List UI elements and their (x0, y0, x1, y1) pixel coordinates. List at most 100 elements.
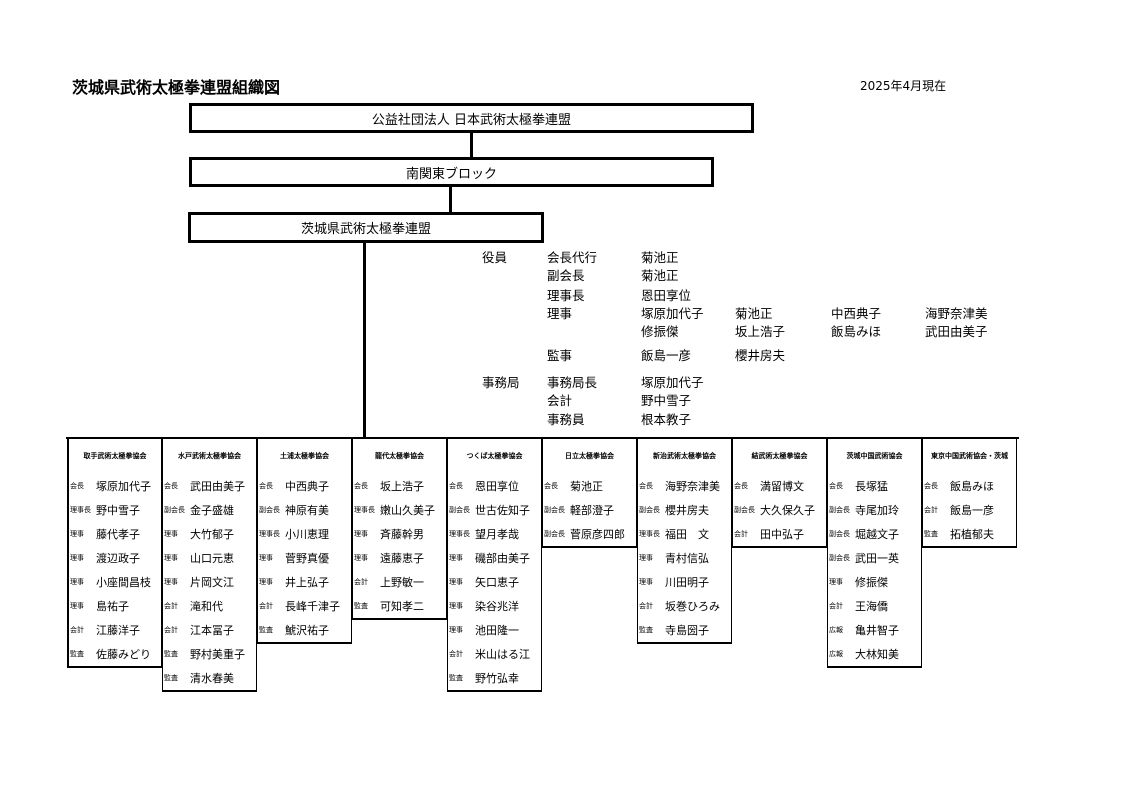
member-role: 監査 (259, 626, 273, 634)
member-row: 副会長武田一英 (828, 546, 921, 570)
member-role: 理事長 (259, 530, 280, 538)
member-row: 会長 坂上浩子 (353, 474, 446, 498)
member-name: 菅野真優 (285, 552, 329, 565)
member-row: 会計田中弘子 (733, 522, 826, 546)
connector-line (449, 187, 452, 212)
member-row: 監査拓植郁夫 (923, 522, 1016, 546)
member-name: 櫻井房夫 (665, 504, 709, 517)
prefecture-federation-box: 茨城県武術太極拳連盟 (188, 212, 544, 243)
office-name: 野中雪子 (641, 393, 692, 408)
member-row: 監査清水春美 (163, 666, 256, 690)
officer-name: 飯島一彦 (641, 348, 692, 363)
office-label: 事務局 (482, 375, 520, 390)
member-name: 可知孝二 (380, 600, 424, 613)
member-name: 島祐子 (96, 600, 129, 613)
member-name: 井上弘子 (285, 576, 329, 589)
member-role: 理事 (70, 554, 84, 562)
officer-name: 櫻井房夫 (735, 348, 786, 363)
member-role: 理事 (639, 554, 653, 562)
member-role: 監査 (639, 626, 653, 634)
member-name: 中西典子 (285, 480, 329, 493)
member-row: 会計王海僑 (828, 594, 921, 618)
member-row: 理事染谷兆洋 (448, 594, 541, 618)
member-name: 渡辺政子 (96, 552, 140, 565)
member-row: 理事斉藤幹男 (353, 522, 446, 546)
office-name: 根本教子 (641, 412, 692, 427)
member-role: 理事 (639, 578, 653, 586)
member-row: 会長海野奈津美 (638, 474, 731, 498)
member-role: 副会長 (164, 506, 185, 514)
member-role: 広報 (829, 650, 843, 658)
officer-name: 菊池正 (641, 268, 679, 283)
officer-role: 理事 (547, 306, 573, 321)
member-role: 監査 (449, 674, 463, 682)
member-row: 理事長小川恵理 (258, 522, 351, 546)
member-role: 会長 (259, 482, 273, 490)
member-role: 監査 (924, 530, 938, 538)
member-row: 副会長大久保久子 (733, 498, 826, 522)
member-name: 大竹郁子 (190, 528, 234, 541)
member-name: 江本冨子 (190, 624, 234, 637)
member-row: 会計滝和代 (163, 594, 256, 618)
member-name: 亀井智子 (855, 624, 899, 637)
member-name: 王海僑 (855, 600, 888, 613)
page-title: 茨城県武術太極拳連盟組織図 (72, 78, 281, 97)
member-role: 理事長 (70, 506, 91, 514)
office-name: 塚原加代子 (641, 375, 704, 390)
member-row: 会長恩田享位 (448, 474, 541, 498)
member-name: 江藤洋子 (96, 624, 140, 637)
member-name: 野中雪子 (96, 504, 140, 517)
member-name: 堀越文子 (855, 528, 899, 541)
officer-role: 監事 (547, 348, 573, 363)
member-role: 理事 (70, 578, 84, 586)
member-name: 坂上浩子 (380, 480, 424, 493)
officer-name: 菊池正 (735, 306, 773, 321)
member-role: 理事 (259, 554, 273, 562)
member-role: 会長 (354, 482, 368, 490)
member-row: 理事小座間昌枝 (69, 570, 161, 594)
association-name: 土浦太極拳協会 (280, 452, 329, 460)
member-name: 滝和代 (190, 600, 223, 613)
member-role: 副会長 (734, 506, 755, 514)
member-name: 長峰千津子 (285, 600, 340, 613)
association-name: 東京中国武術協会・茨城 (931, 452, 1008, 460)
member-name: 軽部澄子 (570, 504, 614, 517)
member-name: 飯島一彦 (950, 504, 994, 517)
member-name: 飯島みほ (950, 480, 994, 493)
member-row: 広報亀井智子 (828, 618, 921, 642)
association-column: 茨城中国武術協会会長長塚猛副会長寺尾加玲副会長堀越文子副会長武田一英理事修振傑会… (827, 438, 922, 668)
member-role: 会長 (449, 482, 463, 490)
member-row: 会長満留博文 (733, 474, 826, 498)
member-name: 川田明子 (665, 576, 709, 589)
member-row: 会長武田由美子 (163, 474, 256, 498)
member-row: 理事 青村信弘 (638, 546, 731, 570)
member-row: 理事 島祐子 (69, 594, 161, 618)
prefecture-federation-label: 茨城県武術太極拳連盟 (300, 222, 431, 237)
association-column: 日立太極拳協会会長菊池正副会長軽部澄子副会長菅原彦四郎 (542, 438, 637, 548)
association-column: 結武術太極拳協会会長満留博文副会長大久保久子会計田中弘子 (732, 438, 827, 548)
member-role: 会長 (734, 482, 748, 490)
member-row: 副会長世古佐知子 (448, 498, 541, 522)
member-role: 会計 (924, 506, 938, 514)
connector-line (470, 133, 473, 157)
association-column: 龍代太極拳協会会長坂上浩子理事長嫩山久美子理事斉藤幹男理事遠藤恵子会計上野敏一監… (352, 438, 447, 620)
officer-role: 副会長 (547, 268, 585, 283)
member-name: 上野敏一 (380, 576, 424, 589)
member-name: 池田隆一 (475, 624, 519, 637)
national-federation-label: 公益社団法人 日本武術太極拳連盟 (371, 112, 572, 128)
officer-name: 坂上浩子 (735, 324, 786, 339)
member-role: 理事 (354, 530, 368, 538)
member-row: 会長 中西典子 (258, 474, 351, 498)
member-row: 副会長金子盛雄 (163, 498, 256, 522)
member-role: 理事 (70, 602, 84, 610)
member-role: 理事長 (449, 530, 470, 538)
member-row: 理事藤代孝子 (69, 522, 161, 546)
date-label: 2025年4月現在 (860, 79, 947, 93)
member-name: 青村信弘 (665, 552, 709, 565)
member-name: 寺尾加玲 (855, 504, 899, 517)
member-row: 会計江藤洋子 (69, 618, 161, 642)
member-row: 会計上野敏一 (353, 570, 446, 594)
member-role: 副会長 (544, 506, 565, 514)
member-role: 会計 (164, 626, 178, 634)
officer-role: 会長代行 (547, 250, 598, 265)
